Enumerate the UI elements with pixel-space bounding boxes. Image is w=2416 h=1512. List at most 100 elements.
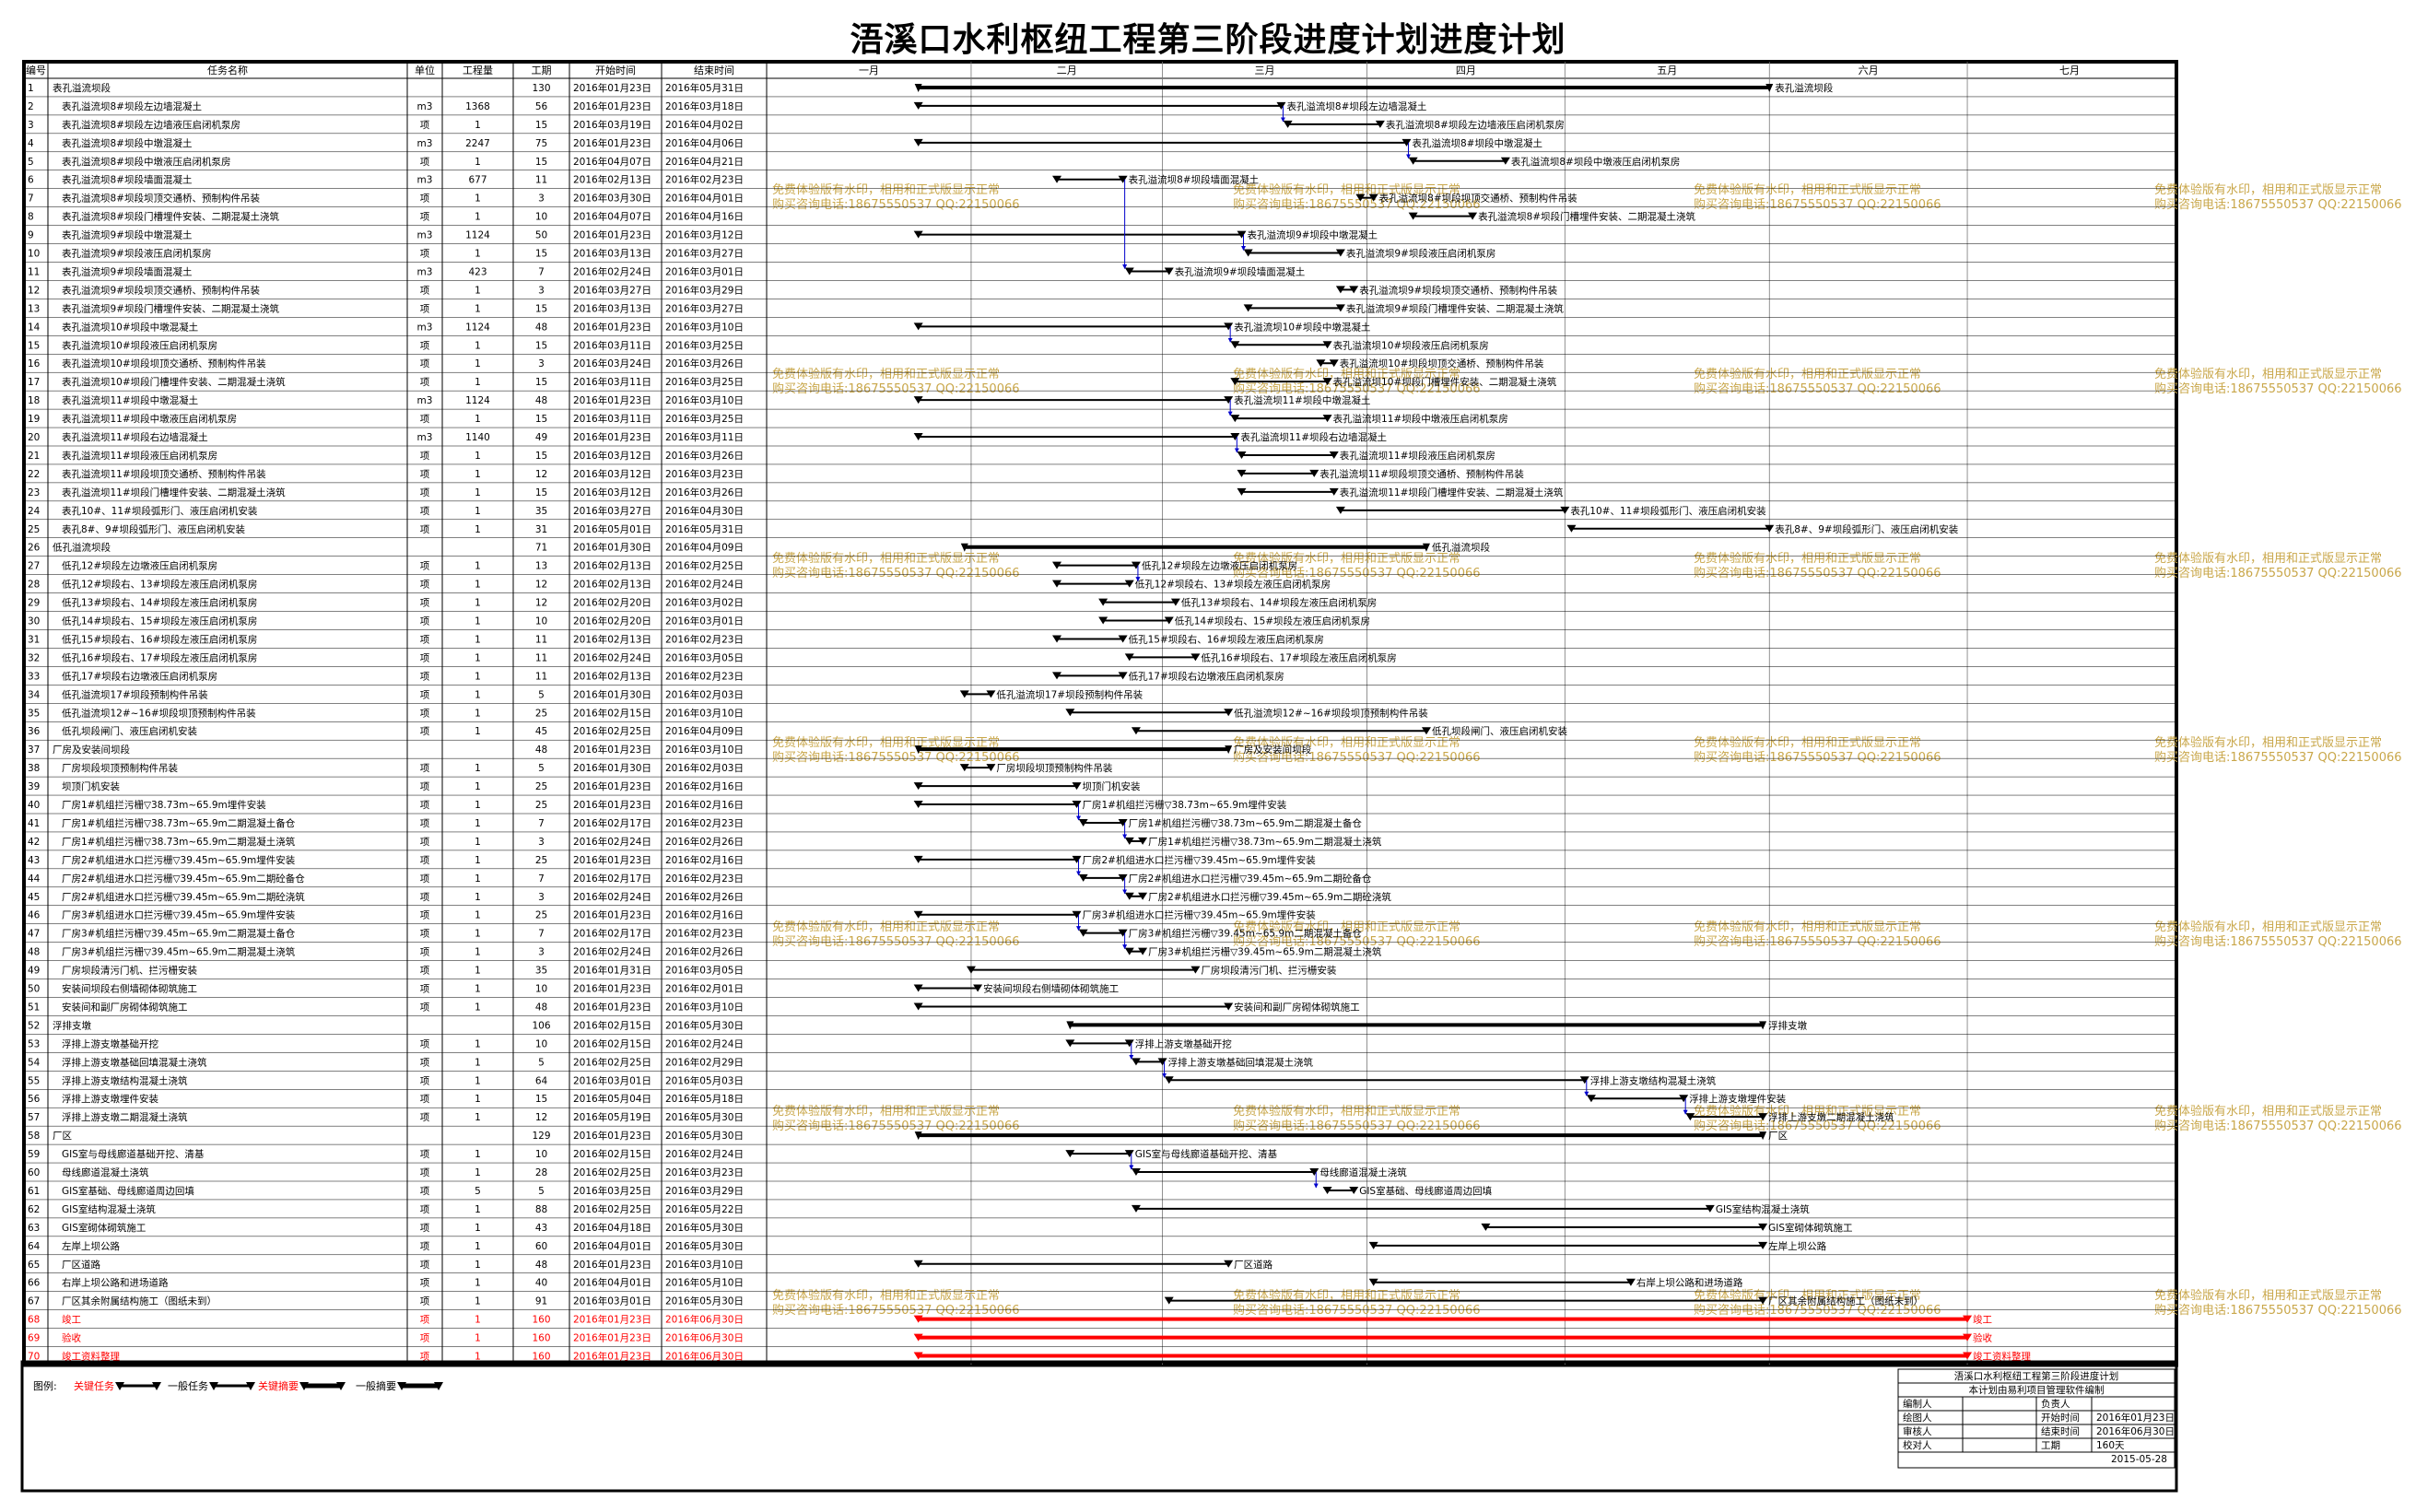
task-bar[interactable]: GIS室与母线廊道基础开挖、清基 xyxy=(1065,1148,1278,1160)
task-bar[interactable]: 厂房坝段清污门机、拦污栅安装 xyxy=(966,965,1337,977)
summary-bar[interactable]: 浮排支墩 xyxy=(1066,1019,1808,1031)
bar-start-marker xyxy=(914,1131,922,1141)
summary-bar[interactable]: 表孔溢流坝段 xyxy=(914,82,1834,94)
task-bar[interactable]: 厂房坝段坝顶预制构件吊装 xyxy=(959,762,1113,774)
task-bar[interactable]: 表孔溢流坝9#坝段门槽埋件安装、二期混凝土浇筑 xyxy=(1243,302,1565,314)
bar-label: 竣工资料整理 xyxy=(1973,1351,2031,1363)
task-bar[interactable]: 表孔溢流坝10#坝段门槽埋件安装、二期混凝土浇筑 xyxy=(1230,376,1557,388)
task-bar[interactable]: 表孔溢流坝8#坝段坝顶交通桥、预制构件吊装 xyxy=(1355,193,1577,205)
legend-marker xyxy=(209,1382,218,1390)
task-bar[interactable]: 验收 xyxy=(913,1332,1993,1344)
task-bar[interactable]: 浮排上游支墩结构混凝土浇筑 xyxy=(1164,1074,1717,1086)
cell-unit: 项 xyxy=(420,451,430,462)
task-bar[interactable]: 安装间和副厂房砌体砌筑施工 xyxy=(913,1001,1360,1013)
summary-bar[interactable]: 厂房及安装间坝段 xyxy=(914,744,1312,756)
task-bar[interactable]: 右岸上坝公路和进场道路 xyxy=(1368,1277,1743,1289)
task-bar[interactable]: 表孔溢流坝9#坝段中墩混凝土 xyxy=(913,229,1378,241)
task-bar[interactable]: 低孔13#坝段右、14#坝段左液压启闭机泵房 xyxy=(1098,597,1377,609)
task-bar[interactable]: 厂房1#机组拦污栅▽38.73m~65.9m二期混凝土浇筑 xyxy=(1124,836,1382,848)
task-bar[interactable]: 厂房1#机组拦污栅▽38.73m~65.9m埋件安装 xyxy=(913,799,1287,811)
column-header: 工程量 xyxy=(463,64,493,76)
task-bar[interactable]: 低孔14#坝段右、15#坝段左液压启闭机泵房 xyxy=(1098,615,1370,627)
bar-start-marker xyxy=(1230,415,1240,423)
cell-unit: 项 xyxy=(420,414,430,425)
task-bar[interactable]: 表孔溢流坝10#坝段液压启闭机泵房 xyxy=(1230,339,1489,351)
task-bar[interactable]: GIS室基础、母线廊道周边回填 xyxy=(1322,1185,1493,1197)
task-bar[interactable]: 表孔溢流坝11#坝段中墩混凝土 xyxy=(913,394,1371,406)
cell-dur: 7 xyxy=(538,873,545,885)
task-bar[interactable]: 浮排上游支墩二期混凝土浇筑 xyxy=(1685,1111,1894,1123)
task-bar[interactable]: 低孔溢流坝17#坝段预制构件吊装 xyxy=(959,688,1143,700)
task-bar[interactable]: 表孔溢流坝8#坝段左边墙混凝土 xyxy=(913,100,1427,112)
bar-end-marker xyxy=(1118,818,1128,826)
task-bar[interactable]: 表孔溢流坝8#坝段门槽埋件安装、二期混凝土浇筑 xyxy=(1408,211,1696,223)
task-bar[interactable]: 表孔溢流坝9#坝段坝顶交通桥、预制构件吊装 xyxy=(1335,284,1558,296)
task-bar[interactable]: 表孔溢流坝8#坝段墙面混凝土 xyxy=(1052,174,1259,186)
task-bar[interactable]: GIS室砌体砌筑施工 xyxy=(1481,1222,1853,1234)
task-bar[interactable]: 低孔16#坝段右、17#坝段左液压启闭机泵房 xyxy=(1124,651,1397,663)
task-bar[interactable]: 表孔溢流坝8#坝段左边墙液压启闭机泵房 xyxy=(1283,119,1565,131)
task-bar[interactable]: 厂房1#机组拦污栅▽38.73m~65.9m二期混凝土备仓 xyxy=(1078,817,1363,829)
task-bar[interactable]: 表孔溢流坝11#坝段坝顶交通桥、预制构件吊装 xyxy=(1237,468,1524,480)
bar-start-marker xyxy=(959,764,969,772)
task-bar[interactable]: 浮排上游支墩基础回填混凝土浇筑 xyxy=(1131,1056,1314,1068)
cell-name: 低孔17#坝段右边墩液压启闭机泵房 xyxy=(62,670,217,682)
task-bar[interactable]: 竣工资料整理 xyxy=(913,1351,2032,1363)
cell-end: 2016年05月31日 xyxy=(665,523,744,535)
bar-end-marker xyxy=(1118,873,1128,882)
bar-label: 表孔溢流坝8#坝段左边墙液压启闭机泵房 xyxy=(1386,119,1565,131)
task-bar[interactable]: 表孔溢流坝11#坝段液压启闭机泵房 xyxy=(1237,450,1495,462)
task-bar[interactable]: 坝顶门机安装 xyxy=(913,780,1141,792)
cell-end: 2016年03月05日 xyxy=(665,651,744,663)
cell-end: 2016年03月11日 xyxy=(665,431,744,443)
task-bar[interactable]: 左岸上坝公路 xyxy=(1368,1240,1827,1252)
task-bar[interactable]: 低孔17#坝段右边墩液压启闭机泵房 xyxy=(1052,670,1284,682)
task-bar[interactable]: 厂区道路 xyxy=(913,1259,1273,1271)
cell-unit: 项 xyxy=(420,1352,430,1363)
cell-id: 2 xyxy=(28,101,34,112)
task-bar[interactable]: GIS室结构混凝土浇筑 xyxy=(1131,1203,1810,1215)
cell-name: 低孔15#坝段右、16#坝段左液压启闭机泵房 xyxy=(62,633,257,645)
cell-dur: 10 xyxy=(535,984,547,995)
task-bar[interactable]: 低孔坝段闸门、液压启闭机安装 xyxy=(1131,725,1568,737)
task-bar[interactable]: 低孔溢流坝12#~16#坝段坝顶预制构件吊装 xyxy=(1065,707,1428,719)
task-bar[interactable]: 母线廊道混凝土浇筑 xyxy=(1131,1166,1407,1178)
task-bar[interactable]: 低孔12#坝段右、13#坝段左液压启闭机泵房 xyxy=(1052,579,1331,591)
summary-bar[interactable]: 低孔溢流坝段 xyxy=(960,542,1491,554)
task-bar[interactable]: 厂房2#机组进水口拦污栅▽39.45m~65.9m二期砼备仓 xyxy=(1078,873,1372,885)
cell-start: 2016年01月23日 xyxy=(573,229,651,241)
cell-id: 26 xyxy=(28,543,41,554)
task-bar[interactable]: 表孔溢流坝10#坝段坝顶交通桥、预制构件吊装 xyxy=(1316,357,1544,369)
task-bar[interactable]: 浮排上游支墩基础开挖 xyxy=(1065,1037,1232,1049)
task-bar[interactable]: 低孔15#坝段右、16#坝段左液压启闭机泵房 xyxy=(1052,633,1324,645)
task-bar[interactable]: 厂房3#机组进水口拦污栅▽39.45m~65.9m埋件安装 xyxy=(913,909,1317,921)
task-bar[interactable]: 表孔溢流坝9#坝段液压启闭机泵房 xyxy=(1243,248,1496,260)
task-bar[interactable]: 表孔溢流坝8#坝段中墩混凝土 xyxy=(913,137,1542,149)
task-bar[interactable]: 表孔溢流坝8#坝段中墩液压启闭机泵房 xyxy=(1408,156,1681,168)
task-bar[interactable]: 安装间坝段右侧墙砌体砌筑施工 xyxy=(913,983,1119,995)
cell-end: 2016年06月30日 xyxy=(665,1351,744,1363)
cell-end: 2016年05月30日 xyxy=(665,1019,744,1031)
task-bar[interactable]: 竣工 xyxy=(913,1314,1992,1326)
task-bar[interactable]: 厂房2#机组进水口拦污栅▽39.45m~65.9m埋件安装 xyxy=(913,854,1317,866)
task-bar[interactable]: 表孔溢流坝11#坝段门槽埋件安装、二期混凝土浇筑 xyxy=(1237,486,1564,498)
task-bar[interactable]: 表孔溢流坝9#坝段墙面混凝土 xyxy=(1124,265,1305,277)
task-bar[interactable]: 厂房2#机组进水口拦污栅▽39.45m~65.9m二期砼浇筑 xyxy=(1124,891,1392,903)
summary-bar[interactable]: 厂区 xyxy=(914,1131,1788,1142)
task-bar[interactable]: 厂房3#机组拦污栅▽39.45m~65.9m二期混凝土浇筑 xyxy=(1124,946,1382,958)
task-bar[interactable]: 浮排上游支墩埋件安装 xyxy=(1586,1093,1787,1105)
bar-label: 低孔12#坝段右、13#坝段左液压启闭机泵房 xyxy=(1135,579,1331,591)
task-bar[interactable]: 表孔溢流坝11#坝段中墩液压启闭机泵房 xyxy=(1230,413,1508,425)
bar-label: 浮排上游支墩基础回填混凝土浇筑 xyxy=(1168,1056,1314,1068)
task-bar[interactable]: 表孔8#、9#坝段弧形门、液压启闭机安装 xyxy=(1566,523,1959,535)
task-bar[interactable]: 表孔溢流坝10#坝段中墩混凝土 xyxy=(913,321,1371,333)
bar-end-marker xyxy=(1560,506,1570,514)
task-bar[interactable]: 厂区其余附属结构施工（图纸未到） xyxy=(1164,1295,1923,1307)
task-bar[interactable]: 表孔10#、11#坝段弧形门、液压启闭机安装 xyxy=(1335,505,1766,517)
task-bar[interactable]: 表孔溢流坝11#坝段右边墙混凝土 xyxy=(913,431,1387,443)
task-bar[interactable]: 厂房3#机组拦污栅▽39.45m~65.9m二期混凝土备仓 xyxy=(1078,928,1363,940)
cell-id: 61 xyxy=(28,1186,40,1197)
cell-end: 2016年02月16日 xyxy=(665,909,744,921)
task-bar[interactable]: 低孔12#坝段左边墩液压启闭机泵房 xyxy=(1052,560,1297,572)
